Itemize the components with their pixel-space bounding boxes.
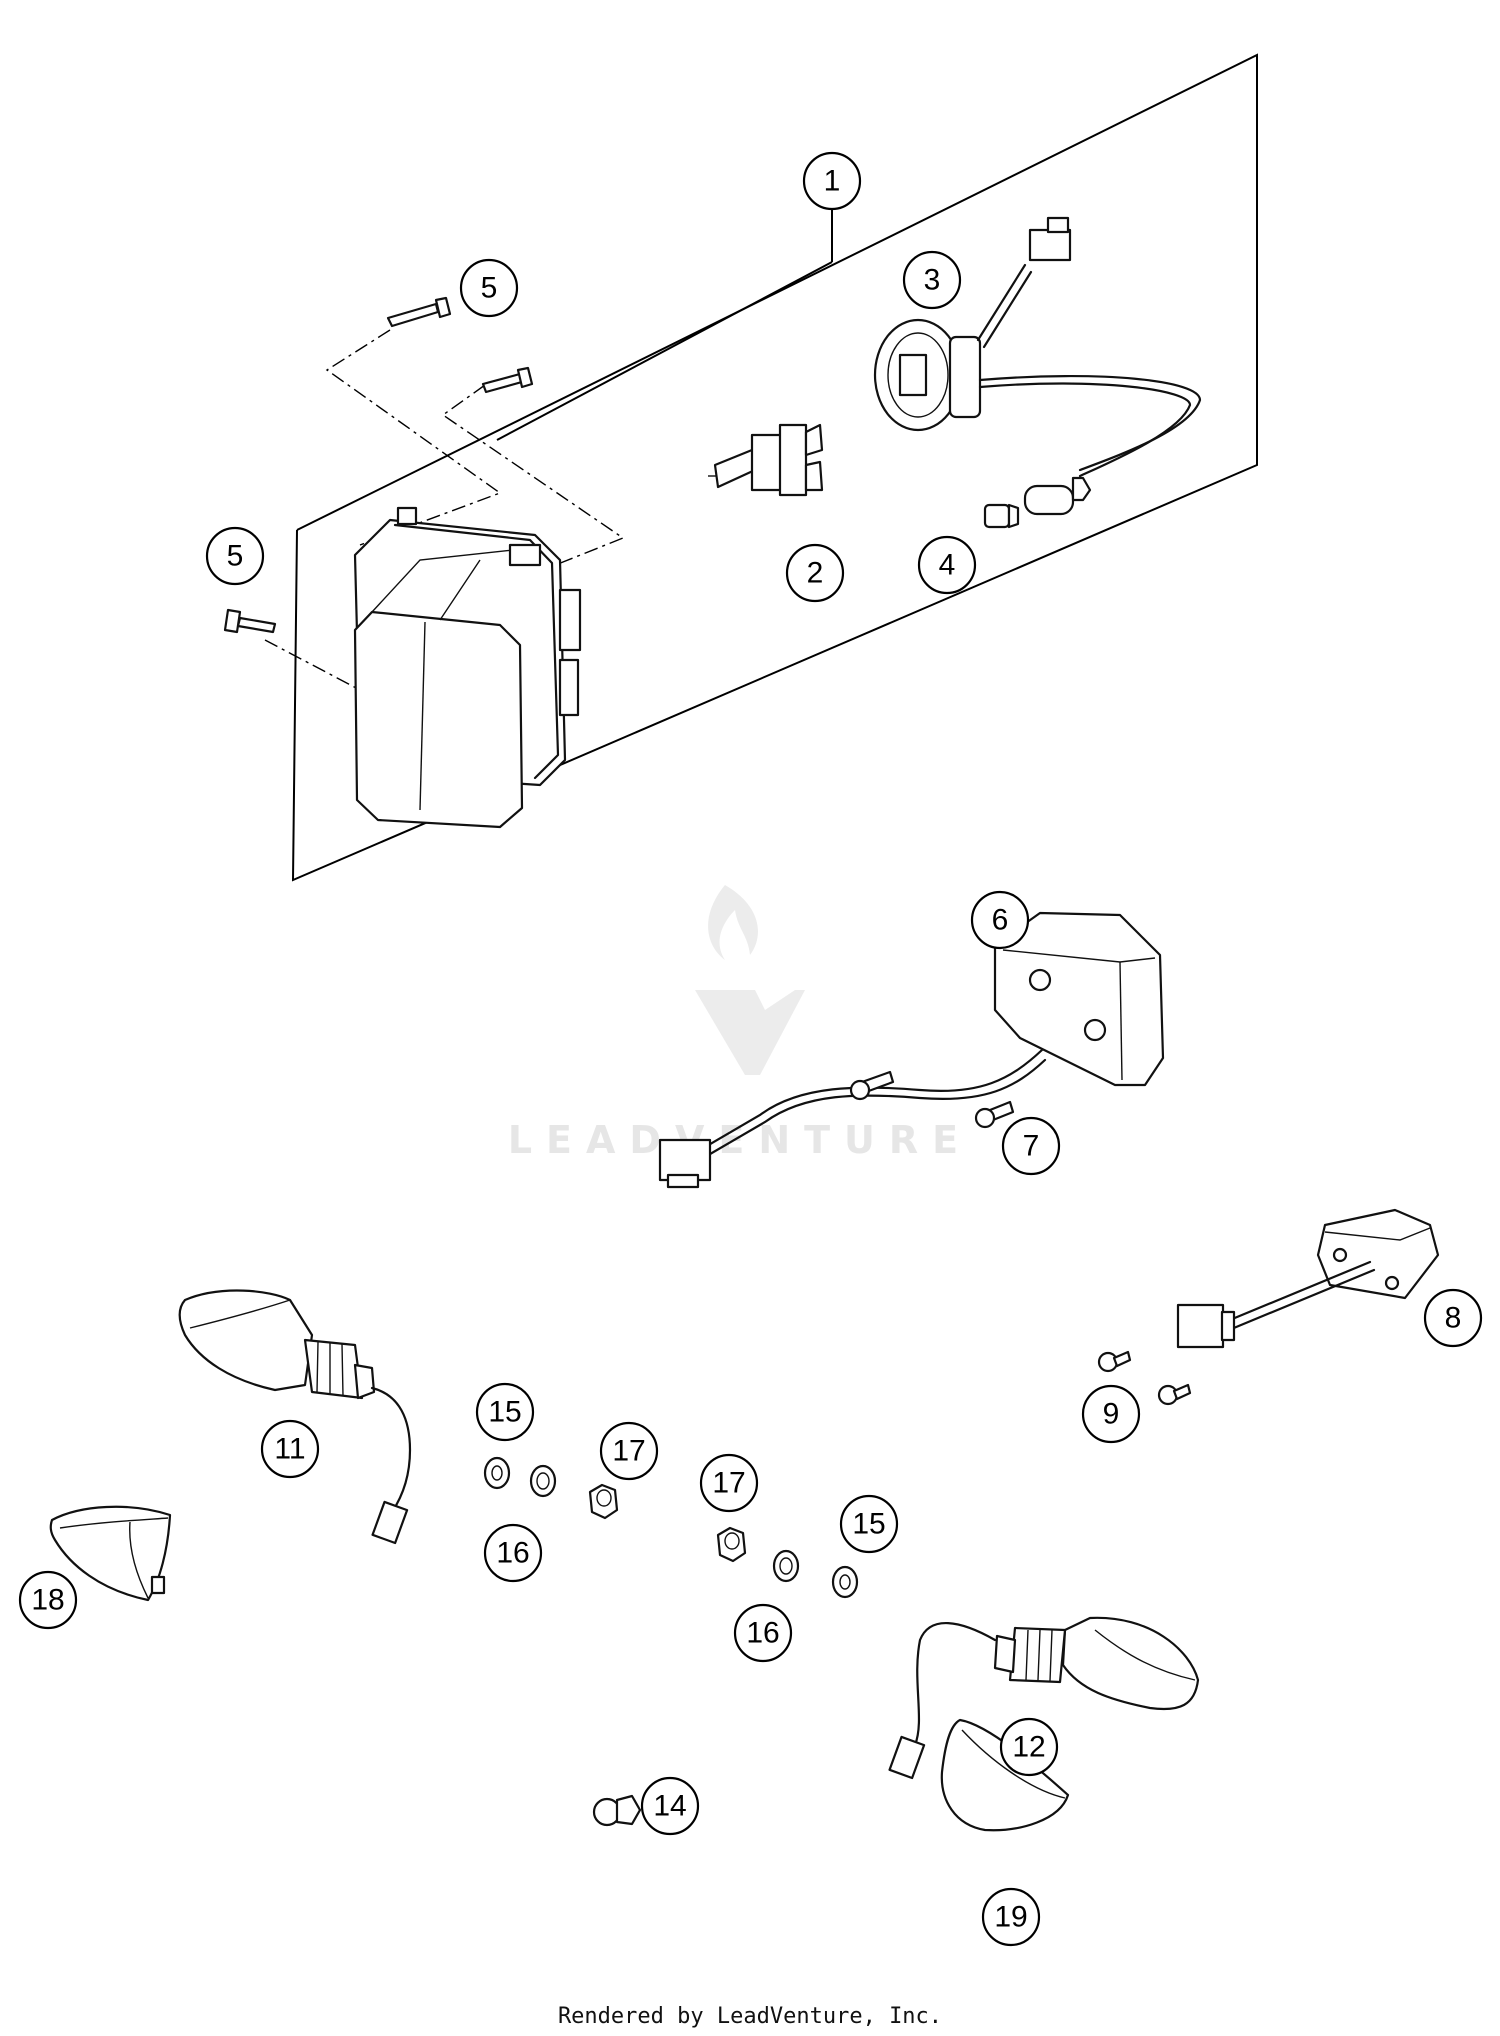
turn-signal	[178, 1289, 412, 1545]
screw	[849, 1070, 895, 1101]
lock-washer	[772, 1549, 800, 1583]
washer	[831, 1565, 859, 1599]
headlight-assembly	[353, 506, 582, 829]
signal-bulb	[592, 1794, 642, 1827]
svg-text:18: 18	[31, 1584, 64, 1617]
callout-14: 14	[640, 1776, 700, 1836]
callout-3: 3	[902, 250, 962, 310]
callout-16: 16	[483, 1523, 543, 1583]
washer	[483, 1456, 511, 1490]
leader-line	[496, 261, 833, 441]
svg-text:4: 4	[939, 549, 956, 582]
screw	[1097, 1350, 1132, 1373]
svg-text:19: 19	[994, 1901, 1027, 1934]
svg-text:8: 8	[1445, 1302, 1462, 1335]
tail-light	[658, 911, 1165, 1189]
svg-text:2: 2	[807, 557, 824, 590]
turn-signal	[888, 1616, 1200, 1780]
svg-text:14: 14	[653, 1790, 686, 1823]
callout-1: 1	[802, 151, 862, 211]
callout-15: 15	[839, 1494, 899, 1554]
svg-text:17: 17	[712, 1467, 745, 1500]
svg-text:15: 15	[852, 1508, 885, 1541]
svg-text:16: 16	[496, 1537, 529, 1570]
group-frame	[291, 53, 1258, 882]
callout-19: 19	[981, 1887, 1041, 1947]
mounting-line	[325, 329, 502, 546]
screw	[223, 608, 277, 634]
callout-17: 17	[599, 1421, 659, 1481]
svg-text:1: 1	[824, 165, 841, 198]
screw	[386, 296, 452, 328]
mounting-line	[441, 384, 625, 569]
callout-4: 4	[917, 535, 977, 595]
svg-text:17: 17	[612, 1435, 645, 1468]
callout-11: 11	[260, 1419, 320, 1479]
svg-text:12: 12	[1012, 1731, 1045, 1764]
callout-15: 15	[475, 1382, 535, 1442]
svg-text:5: 5	[227, 540, 244, 573]
watermark-text: LEADVENTURE	[508, 1118, 972, 1162]
screw	[974, 1100, 1015, 1129]
svg-text:16: 16	[746, 1617, 779, 1650]
leadventure-logo-icon	[695, 885, 805, 1075]
callout-5: 5	[205, 526, 265, 586]
callout-5: 5	[459, 258, 519, 318]
svg-text:5: 5	[481, 272, 498, 305]
parking-bulb	[983, 476, 1092, 529]
callout-16: 16	[733, 1603, 793, 1663]
svg-text:9: 9	[1103, 1398, 1120, 1431]
svg-text:3: 3	[924, 264, 941, 297]
license-plate-light	[1176, 1208, 1440, 1349]
svg-text:15: 15	[488, 1396, 521, 1429]
screw	[481, 366, 534, 394]
callout-6: 6	[970, 890, 1030, 950]
callout-8: 8	[1423, 1288, 1483, 1348]
lock-washer	[529, 1464, 557, 1498]
nut	[716, 1526, 747, 1563]
svg-text:7: 7	[1023, 1130, 1040, 1163]
svg-text:6: 6	[992, 904, 1009, 937]
callout-9: 9	[1081, 1384, 1141, 1444]
headlight-bulb	[708, 423, 824, 497]
callout-12: 12	[999, 1717, 1059, 1777]
footer-credit: Rendered by LeadVenture, Inc.	[557, 2004, 943, 2029]
indicator-lens	[49, 1505, 172, 1602]
screw	[1157, 1383, 1192, 1406]
callout-18: 18	[18, 1570, 78, 1630]
callout-7: 7	[1001, 1116, 1061, 1176]
bulb-socket-harness	[873, 216, 1202, 478]
svg-text:11: 11	[274, 1433, 305, 1466]
callout-2: 2	[785, 543, 845, 603]
callout-17: 17	[699, 1453, 759, 1513]
mounting-line	[264, 639, 361, 691]
nut	[588, 1483, 619, 1520]
watermark: LEADVENTURE	[508, 885, 972, 1162]
